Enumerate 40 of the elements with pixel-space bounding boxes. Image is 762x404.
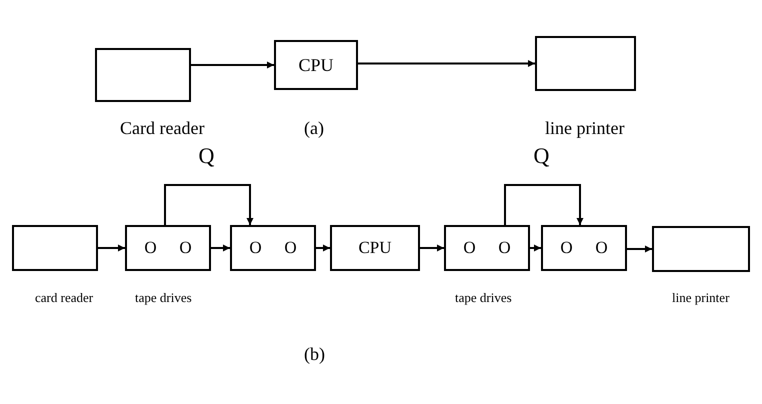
arrow [504,184,584,225]
box-label: O [284,238,297,258]
arrow [316,244,330,252]
arrow [211,244,230,252]
device-box [330,225,420,271]
device-box [274,40,358,90]
device-box [12,225,98,271]
device-caption: line printer [545,118,624,139]
device-box [444,225,530,271]
arrow [358,60,535,67]
box-label: CPU [298,54,334,76]
device-box [125,225,211,271]
device-box [652,226,750,272]
arrow [530,244,541,252]
box-label: O [144,238,157,258]
box-label: O [595,238,608,258]
arrow [420,244,444,252]
device-caption: line printer [672,290,730,306]
device-box [541,225,627,271]
box-label: CPU [358,238,392,258]
arrow [627,246,652,252]
arrow [98,244,125,252]
device-caption: Card reader [120,118,204,139]
box-label: O [179,238,192,258]
edge-label: Q [198,143,214,169]
device-caption: tape drives [135,290,192,306]
box-label: O [463,238,476,258]
device-box [230,225,316,271]
device-box [95,48,191,102]
device-box [535,36,636,91]
figure-label: (b) [304,344,325,365]
device-caption: card reader [35,290,94,306]
box-label: O [498,238,511,258]
arrow [164,184,254,225]
device-caption: tape drives [455,290,512,306]
box-label: O [560,238,573,258]
arrow [191,62,274,68]
figure-label: (a) [304,118,324,139]
box-label: O [249,238,262,258]
edge-label: Q [534,143,550,169]
